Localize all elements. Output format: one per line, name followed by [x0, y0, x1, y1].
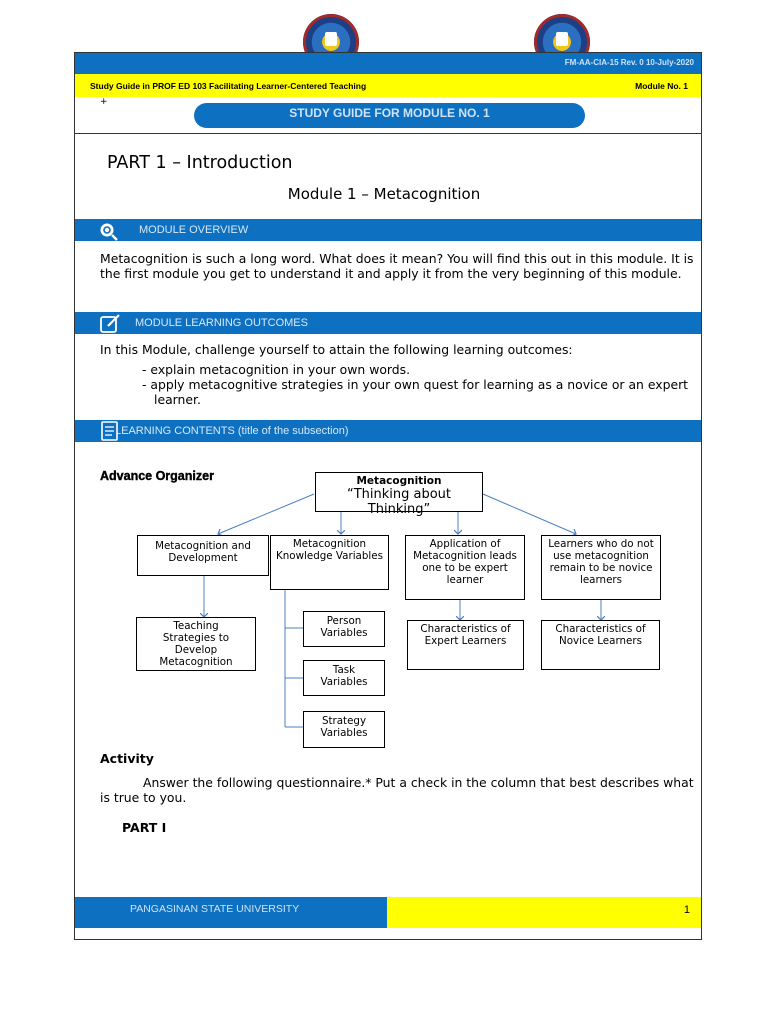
- learning-outcomes-heading: MODULE LEARNING OUTCOMES: [135, 317, 308, 329]
- study-guide-title: Study Guide in PROF ED 103 Facilitating …: [90, 81, 367, 91]
- footer-university-bar: PANGASINAN STATE UNIVERSITY: [75, 897, 387, 928]
- footer-university: PANGASINAN STATE UNIVERSITY: [130, 903, 300, 915]
- module-title: Module 1 – Metacognition: [287, 185, 481, 203]
- module-number: Module No. 1: [635, 81, 688, 91]
- part-title: PART 1 – Introduction: [107, 153, 293, 173]
- header-bar: [75, 53, 701, 74]
- document-code: FM-AA-CIA-15 Rev. 0 10-July-2020: [564, 58, 694, 67]
- advance-organizer-label: Advance Organizer: [100, 469, 214, 483]
- divider: [75, 133, 701, 134]
- box-task-variables: Task Variables: [303, 660, 385, 696]
- organizer-root-box: Metacognition “Thinking about Thinking”: [315, 472, 483, 517]
- overview-text: Metacognition is such a long word. What …: [100, 251, 694, 281]
- outcomes-intro: In this Module, challenge yourself to at…: [100, 342, 573, 357]
- box-metacognition-development: Metacognition and Development: [137, 535, 269, 576]
- outcome-item: - apply metacognitive strategies in your…: [142, 377, 689, 407]
- page-frame: [74, 52, 702, 940]
- study-guide-bar: [75, 74, 701, 97]
- magnifier-icon: [99, 222, 118, 241]
- part-label: PART I: [122, 820, 167, 835]
- outcome-item: - explain metacognition in your own word…: [142, 362, 411, 377]
- box-expert-characteristics: Characteristics of Expert Learners: [407, 620, 524, 670]
- organizer-root-title: Metacognition: [356, 475, 442, 487]
- box-novice-learners: Learners who do not use metacognition re…: [541, 535, 661, 600]
- document-icon: [101, 421, 119, 441]
- module-overview-heading: MODULE OVERVIEW: [139, 224, 249, 236]
- edit-icon: [100, 314, 120, 333]
- box-strategy-variables: Strategy Variables: [303, 711, 385, 748]
- plus-mark: +: [100, 97, 108, 107]
- learning-contents-header: LEARNING CONTENTS (title of the subsecti…: [75, 420, 701, 442]
- learning-contents-heading: LEARNING CONTENTS (title of the subsecti…: [115, 425, 349, 437]
- box-novice-characteristics: Characteristics of Novice Learners: [541, 620, 660, 670]
- activity-heading: Activity: [100, 751, 154, 766]
- box-teaching-strategies: Teaching Strategies to Develop Metacogni…: [136, 617, 256, 671]
- learning-outcomes-header: MODULE LEARNING OUTCOMES: [75, 312, 701, 334]
- module-overview-header: MODULE OVERVIEW: [75, 219, 701, 241]
- footer-page-bar: 1: [387, 897, 701, 928]
- box-person-variables: Person Variables: [303, 611, 385, 647]
- box-knowledge-variables: Metacognition Knowledge Variables: [270, 535, 389, 590]
- page-number: 1: [683, 904, 690, 916]
- organizer-root-subtitle: “Thinking about Thinking”: [346, 487, 452, 517]
- study-guide-banner: STUDY GUIDE FOR MODULE NO. 1: [194, 103, 585, 128]
- box-application: Application of Metacognition leads one t…: [405, 535, 525, 600]
- activity-instructions: Answer the following questionnaire.* Put…: [100, 775, 694, 805]
